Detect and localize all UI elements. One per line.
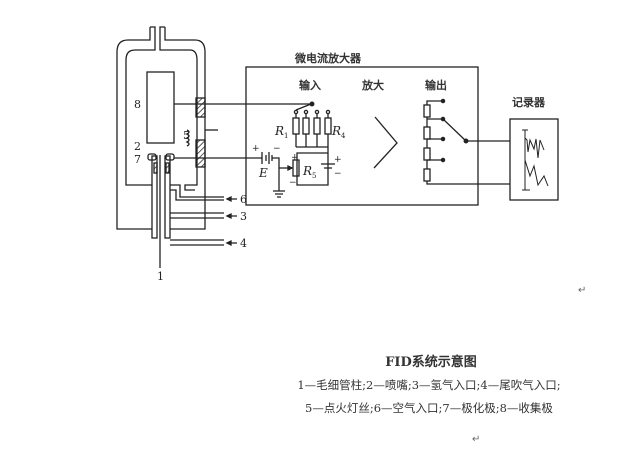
label-8: 8 bbox=[134, 98, 141, 111]
hydrogen-inlet-pipe bbox=[170, 212, 224, 219]
caption-title: FID系统示意图 bbox=[385, 355, 477, 370]
plus-sign: + bbox=[334, 155, 342, 165]
insulator-lower bbox=[195, 139, 206, 168]
plus-sign: + bbox=[252, 144, 260, 154]
amplify-label: 放大 bbox=[361, 78, 384, 92]
r1-label: R bbox=[274, 124, 284, 138]
battery-label: E bbox=[258, 166, 268, 180]
label-5: 5 bbox=[183, 129, 190, 142]
amplifier-box bbox=[245, 66, 479, 206]
makeup-gas-inlet-pipe bbox=[170, 239, 224, 246]
capillary-column bbox=[147, 153, 175, 268]
minus-sign: − bbox=[334, 169, 342, 179]
label-7: 7 bbox=[134, 153, 141, 166]
label-6: 6 bbox=[240, 193, 247, 206]
r4-label: R bbox=[331, 124, 341, 138]
caption-line-1: 1—毛细管柱;2—喷嘴;3—氢气入口;4—尾吹气入口; bbox=[297, 378, 561, 392]
label-4: 4 bbox=[240, 237, 247, 250]
ground-icon bbox=[273, 190, 285, 198]
detector-body bbox=[116, 26, 206, 230]
output-resistor-network bbox=[423, 98, 510, 185]
output-label: 输出 bbox=[425, 78, 447, 92]
amplifier-title: 微电流放大器 bbox=[294, 51, 362, 65]
air-inlet-pipe bbox=[170, 184, 224, 198]
paragraph-mark: ↵ bbox=[472, 434, 481, 445]
minus-sign: − bbox=[273, 144, 281, 154]
output-switch bbox=[442, 118, 467, 142]
ignition-filament bbox=[185, 129, 190, 147]
paragraph-mark: ↵ bbox=[578, 285, 587, 296]
minus-sign: − bbox=[289, 178, 297, 188]
recorder-label: 记录器 bbox=[512, 96, 546, 109]
recorder-box bbox=[509, 118, 559, 201]
input-label: 输入 bbox=[299, 78, 321, 92]
chromatogram-trace bbox=[522, 129, 549, 191]
amplifier-symbol bbox=[373, 116, 398, 169]
inlet-arrows bbox=[227, 198, 237, 244]
caption-line-2: 5—点火灯丝;6—空气入口;7—极化极;8—收集极 bbox=[305, 401, 553, 415]
plus-sign: + bbox=[291, 153, 299, 163]
r5-sub: 5 bbox=[312, 172, 316, 180]
r4-sub: 4 bbox=[341, 132, 346, 140]
r1-sub: 1 bbox=[284, 132, 288, 140]
label-3: 3 bbox=[240, 210, 247, 223]
r5-label: R bbox=[302, 164, 312, 178]
label-2: 2 bbox=[134, 140, 141, 153]
label-1: 1 bbox=[157, 270, 164, 283]
battery-e bbox=[261, 152, 285, 198]
input-resistor-network bbox=[279, 101, 335, 186]
collector-electrode bbox=[146, 71, 175, 144]
insulator-upper bbox=[195, 97, 206, 118]
